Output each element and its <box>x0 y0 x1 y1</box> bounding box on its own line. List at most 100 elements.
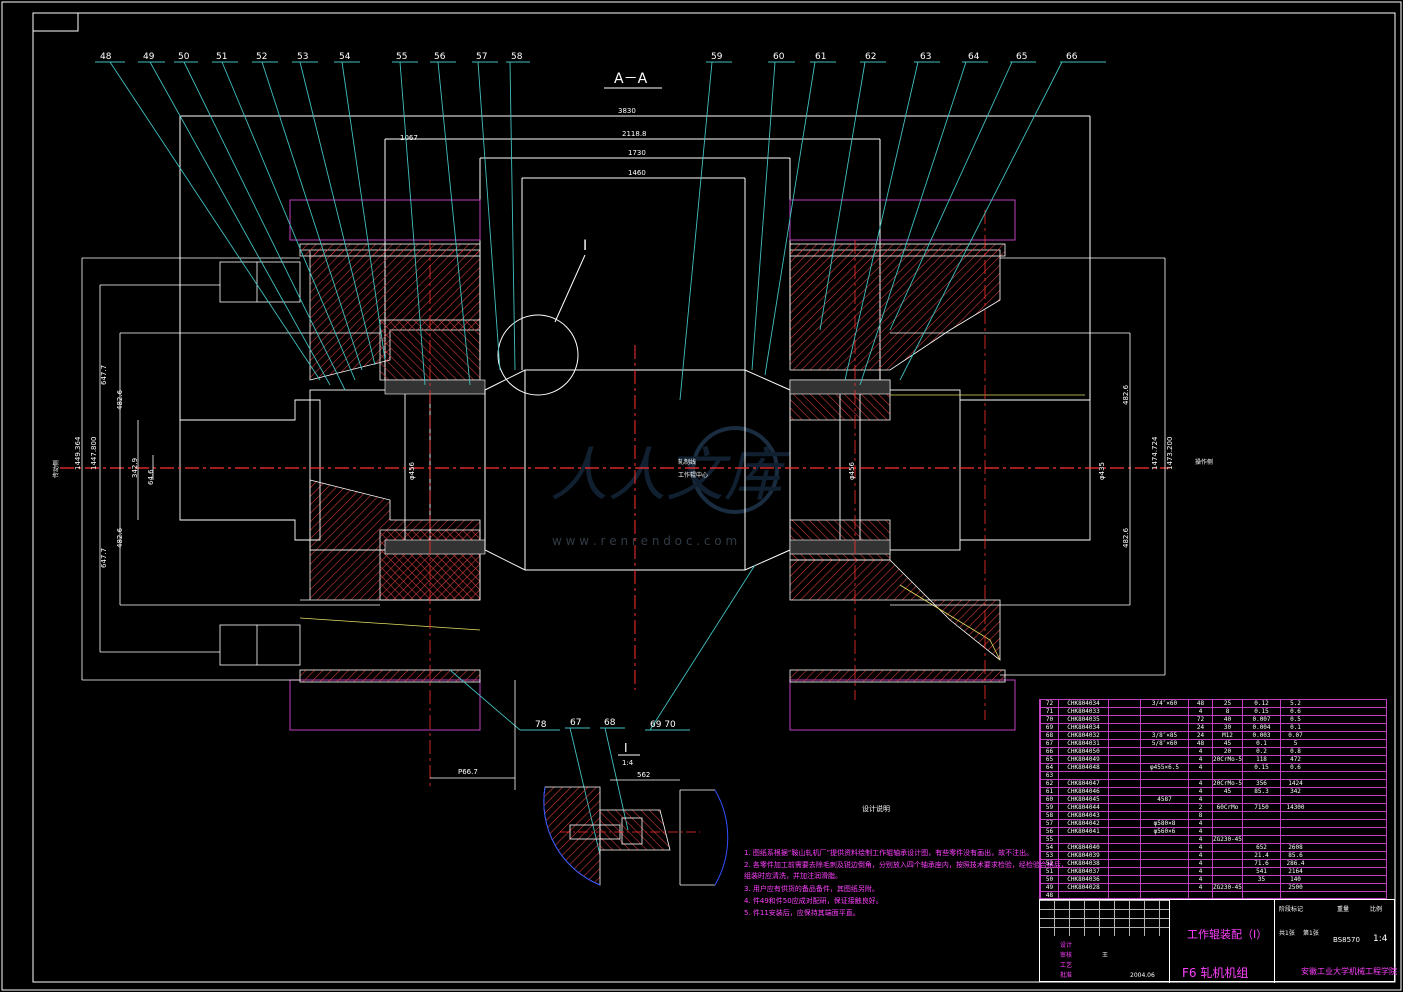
sheet-info: 共1张 <box>1279 930 1295 937</box>
parts-cell <box>1108 772 1140 779</box>
dim-left-r2: 482.6 <box>116 389 124 410</box>
leader-label: 69 70 <box>650 720 676 730</box>
parts-cell: 4 <box>1188 788 1212 795</box>
parts-cell: 67 <box>1040 740 1058 747</box>
watermark-text: 人人文库 <box>550 441 790 509</box>
parts-cell <box>1140 724 1188 731</box>
leader-label: 55 <box>396 52 407 62</box>
leader-label: 58 <box>511 52 523 62</box>
parts-cell: 1424 <box>1280 780 1310 787</box>
title-block: 设计 审核 工艺 批准 王 2004.06 工作辊装配（I） F6 轧机机组 阶… <box>1039 899 1397 983</box>
leader-label: 59 <box>711 52 723 62</box>
parts-cell <box>1058 892 1108 899</box>
section-label: A－A <box>614 71 648 87</box>
parts-cell: 0.12 <box>1242 700 1280 707</box>
parts-cell <box>1140 852 1188 859</box>
leader-label: 62 <box>865 52 876 62</box>
parts-cell <box>1242 796 1280 803</box>
parts-cell <box>1212 876 1242 883</box>
parts-cell <box>1108 860 1140 867</box>
dim-bore-r: φ456 <box>848 461 856 480</box>
parts-cell <box>1242 836 1280 843</box>
parts-cell <box>1242 828 1280 835</box>
role-label: 审核 <box>1060 952 1073 959</box>
parts-cell: 24 <box>1188 732 1212 739</box>
parts-cell: 49 <box>1040 884 1058 891</box>
parts-cell <box>1140 756 1188 763</box>
leader-label: 67 <box>570 718 581 728</box>
parts-cell: 4 <box>1188 828 1212 835</box>
parts-cell <box>1108 788 1140 795</box>
leader-label: 53 <box>297 52 308 62</box>
parts-cell: CHK804041 <box>1058 828 1108 835</box>
parts-cell <box>1280 812 1310 819</box>
leader-label: 64 <box>968 52 980 62</box>
dim-detail: 562 <box>637 771 650 779</box>
parts-cell: CHK804039 <box>1058 852 1108 859</box>
parts-cell: 4 <box>1188 868 1212 875</box>
leader-label: 65 <box>1016 52 1027 62</box>
parts-cell: 69 <box>1040 724 1058 731</box>
parts-cell <box>1108 868 1140 875</box>
parts-cell <box>1108 780 1140 787</box>
parts-cell: 51 <box>1040 868 1058 875</box>
parts-cell: 85.6 <box>1280 852 1310 859</box>
role-label: 批准 <box>1060 972 1073 979</box>
parts-cell: 4 <box>1188 756 1212 763</box>
parts-cell: 0.6 <box>1280 764 1310 771</box>
parts-cell: CHK804028 <box>1058 884 1108 891</box>
inner-border <box>32 12 1396 983</box>
parts-cell: 64 <box>1040 764 1058 771</box>
parts-cell: 45 <box>1212 740 1242 747</box>
parts-cell: 66 <box>1040 748 1058 755</box>
parts-cell <box>1140 876 1188 883</box>
dim-left-h2: 1447.800 <box>90 437 98 470</box>
parts-cell: CHK804047 <box>1058 780 1108 787</box>
right-vertical-dims <box>890 257 1166 676</box>
parts-cell: 472 <box>1280 756 1310 763</box>
parts-cell: 45 <box>1212 788 1242 795</box>
parts-cell <box>1212 820 1242 827</box>
parts-cell <box>1140 748 1188 755</box>
parts-cell <box>1188 772 1212 779</box>
note-item: 3. 用户应有供货的备品备件，其图纸另附。 <box>744 885 879 893</box>
parts-cell <box>1212 772 1242 779</box>
parts-cell <box>1108 748 1140 755</box>
parts-cell <box>1242 820 1280 827</box>
parts-cell <box>1108 700 1140 707</box>
parts-cell: 5 <box>1280 740 1310 747</box>
parts-cell: 0.003 <box>1242 732 1280 739</box>
leader-label: 60 <box>773 52 785 62</box>
parts-cell: 541 <box>1242 868 1280 875</box>
parts-cell: CHK804042 <box>1058 820 1108 827</box>
parts-cell <box>1108 716 1140 723</box>
parts-cell: 652 <box>1242 844 1280 851</box>
parts-cell: 7150 <box>1242 804 1280 811</box>
parts-cell: 57 <box>1040 820 1058 827</box>
parts-cell: 40 <box>1212 716 1242 723</box>
stage-label: 重量 <box>1337 906 1350 913</box>
parts-cell: 50 <box>1040 876 1058 883</box>
parts-cell: 20 <box>1212 748 1242 755</box>
left-chock <box>299 243 481 683</box>
parts-cell: 48 <box>1188 700 1212 707</box>
parts-cell: 60 <box>1040 796 1058 803</box>
parts-cell: CHK804046 <box>1058 788 1108 795</box>
parts-cell <box>1280 836 1310 843</box>
role-label: 设计 <box>1060 942 1073 949</box>
dim-overall: 3830 <box>618 107 636 115</box>
parts-cell: 0.5 <box>1280 716 1310 723</box>
sheet-info: 第1张 <box>1303 930 1319 937</box>
parts-cell: 35 <box>1242 876 1280 883</box>
parts-cell <box>1108 724 1140 731</box>
parts-cell <box>1058 772 1108 779</box>
school-name: 安徽工业大学机械工程学院 <box>1301 967 1397 976</box>
